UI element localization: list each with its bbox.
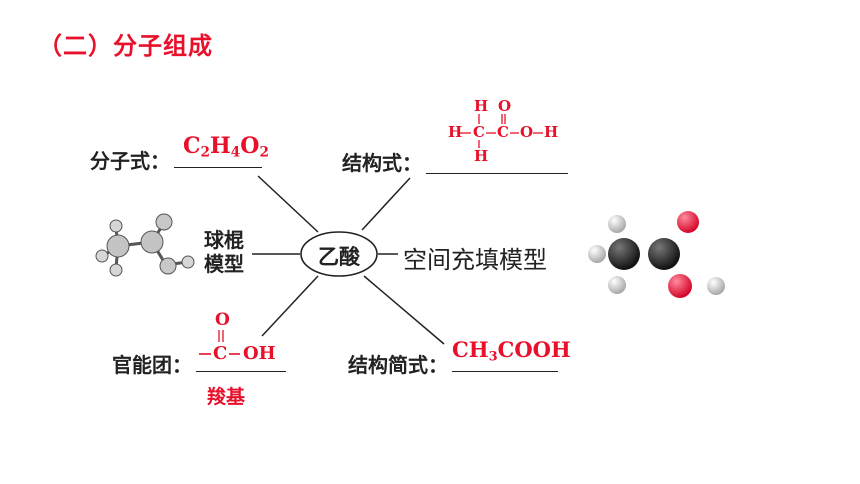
structural-top-o: O — [498, 97, 512, 115]
space-filling-model — [588, 211, 725, 298]
functional-group-top-o: O — [215, 310, 230, 330]
page-title: （二）分子组成 — [38, 32, 213, 60]
structural-formula-label: 结构式： — [342, 151, 422, 175]
connector-molecular-formula — [257, 175, 319, 233]
functional-group-underline — [196, 371, 286, 372]
space-filling-label: 空间充填模型 — [403, 246, 547, 274]
molecular-formula-label: 分子式： — [90, 149, 170, 173]
ball-stick-label: 球棍 模型 — [204, 228, 244, 276]
structural-c1: C — [473, 123, 485, 141]
functional-group-c: C — [213, 343, 228, 364]
molecular-formula-value: C2H4O2 — [183, 133, 269, 161]
condensed-formula-value: CH3COOH — [452, 337, 571, 365]
functional-group-label: 官能团： — [112, 353, 192, 377]
functional-group-oh: OH — [243, 343, 276, 364]
structural-bottom-h: H — [474, 147, 489, 165]
ball-stick-model — [95, 213, 195, 277]
structural-top-h: H — [474, 97, 489, 115]
structural-h-left: H — [448, 123, 463, 141]
connector-condensed-formula — [363, 275, 445, 345]
structural-h-right: H — [544, 123, 559, 141]
functional-group-name: 羧基 — [207, 386, 246, 408]
center-ellipse — [300, 231, 378, 277]
structural-formula-underline — [426, 173, 568, 174]
structural-c2: C — [497, 123, 509, 141]
molecular-formula-underline — [174, 167, 262, 168]
connector-structural-formula — [361, 177, 411, 231]
center-label: 乙酸 — [318, 245, 360, 269]
connector-functional-group — [261, 275, 319, 337]
structural-o: O — [520, 123, 534, 141]
condensed-formula-label: 结构简式： — [348, 353, 448, 377]
condensed-formula-underline — [452, 371, 558, 372]
